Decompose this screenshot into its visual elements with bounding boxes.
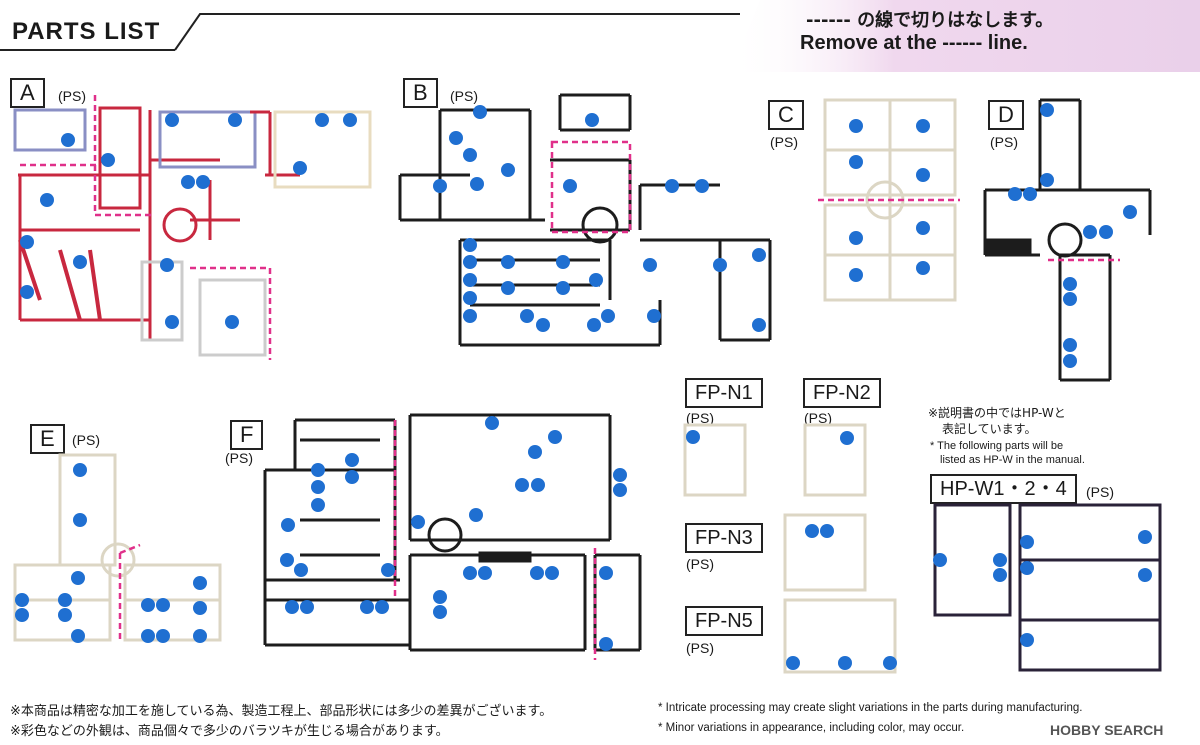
- runner-d-material: (PS): [990, 134, 1018, 150]
- runner-f-label: F: [230, 420, 264, 450]
- runner-a-material: (PS): [58, 88, 86, 104]
- runner-a-sprue-icon: [13, 106, 372, 357]
- remove-instruction-en: Remove at the ------ line.: [800, 32, 1028, 54]
- runner-hpw-material: (PS): [1086, 484, 1114, 500]
- runner-fpn1-label: FP-N1: [685, 378, 763, 408]
- footer-note-en-1: * Intricate processing may create slight…: [658, 702, 1083, 714]
- runner-hpw-sprue-icon: [933, 503, 1162, 672]
- footer-note-jp-2: ※彩色などの外観は、商品個々で多少のバラツキが生じる場合があります。: [10, 724, 449, 739]
- cut-line-icon: [20, 95, 1120, 660]
- header-divider: [0, 13, 740, 51]
- footer-note-en-2: * Minor variations in appearance, includ…: [658, 722, 965, 734]
- hpw-note-jp-2: 表記しています。: [942, 422, 1037, 436]
- runner-hpw-label: HP-W1・2・4: [930, 474, 1077, 504]
- runner-fpn1-material: (PS): [686, 410, 714, 426]
- runner-b-label: B: [403, 78, 438, 108]
- runner-c-label: C: [768, 100, 804, 130]
- hpw-note-jp-1: ※説明書の中ではHP-Wと: [928, 406, 1066, 420]
- runner-c-material: (PS): [770, 134, 798, 150]
- runner-fpn5-label: FP-N5: [685, 606, 763, 636]
- page-title: PARTS LIST: [12, 18, 161, 45]
- remove-instruction-panel: [730, 0, 1200, 72]
- footer-note-jp-1: ※本商品は精密な加工を施している為、製造工程上、部品形状には多少の差異がございま…: [10, 704, 553, 719]
- runner-fpn2-label: FP-N2: [803, 378, 881, 408]
- runner-fpn2-material: (PS): [804, 410, 832, 426]
- runner-fpn5-material: (PS): [686, 640, 714, 656]
- runner-a-label: A: [10, 78, 45, 108]
- remove-instruction-jp: ------ の線で切りはなします。: [806, 10, 1054, 31]
- runner-f-material: (PS): [225, 450, 253, 466]
- runner-fpn3-material: (PS): [686, 556, 714, 572]
- hpw-note-en-1: * The following parts will be: [930, 440, 1064, 452]
- runner-e-sprue-icon: [13, 453, 222, 642]
- fpn-sprue-icons: [683, 423, 897, 674]
- runner-b-material: (PS): [450, 88, 478, 104]
- runner-d-label: D: [988, 100, 1024, 130]
- runner-d-sprue-icon: [983, 98, 1152, 382]
- runner-f-sprue-icon: [263, 413, 642, 652]
- runner-fpn3-label: FP-N3: [685, 523, 763, 553]
- runner-e-label: E: [30, 424, 65, 454]
- watermark-text: HOBBY SEARCH: [1050, 722, 1164, 738]
- hpw-note-en-2: listed as HP-W in the manual.: [940, 454, 1085, 466]
- number-badge-icon: [15, 103, 1152, 670]
- runner-e-material: (PS): [72, 432, 100, 448]
